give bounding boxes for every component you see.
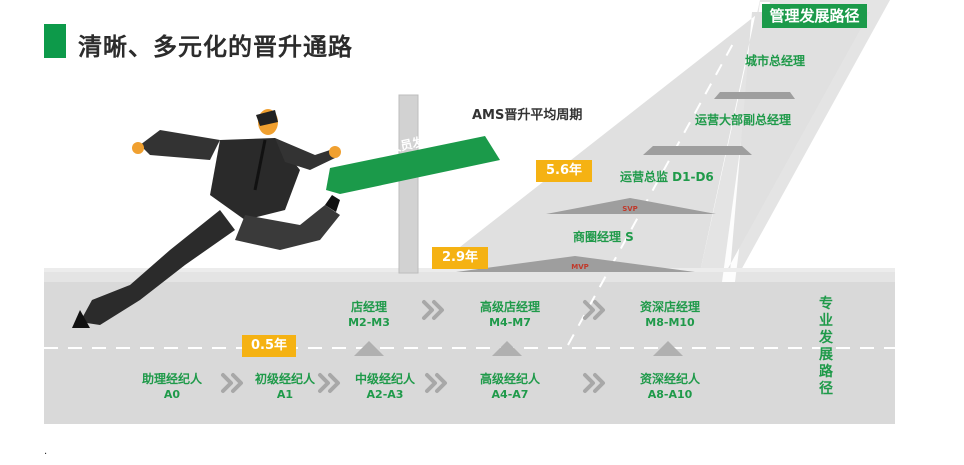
node-junior-agent: 初级经纪人 xyxy=(254,372,315,386)
node-principal-agent-code: A8-A10 xyxy=(647,388,693,401)
double-chevron-icon xyxy=(583,373,605,393)
main-road xyxy=(44,282,895,424)
level-platform-1 xyxy=(714,92,795,99)
duration-tag-2: 2.9年 xyxy=(432,247,488,269)
node-store-manager: 店经理 xyxy=(350,300,387,314)
duration-tag-3: 5.6年 xyxy=(536,160,592,182)
signpost-pole xyxy=(398,94,419,274)
step-up-marker-1 xyxy=(354,341,384,356)
ramp-surface xyxy=(428,12,870,272)
level-platform-3 xyxy=(546,198,716,214)
level-district-manager: 商圈经理 S xyxy=(573,230,634,244)
step-up-marker-2 xyxy=(492,341,522,356)
node-senior-agent-code: A4-A7 xyxy=(491,388,529,401)
footnote-dot: . xyxy=(44,446,48,457)
level-platform-4 xyxy=(456,256,695,272)
title-accent-bar xyxy=(44,24,66,58)
node-junior-agent-code: A1 xyxy=(276,388,294,401)
double-chevron-icon xyxy=(221,373,243,393)
level-ops-director: 运营总监 D1-D6 xyxy=(620,170,714,184)
node-assistant-agent: 助理经纪人 xyxy=(141,372,202,386)
badge-svp: SVP xyxy=(622,205,638,213)
node-assistant-agent-code: A0 xyxy=(163,388,181,401)
node-mid-agent-code: A2-A3 xyxy=(366,388,404,401)
level-city-gm: 城市总经理 xyxy=(745,54,806,68)
management-path-label: 管理发展路径 xyxy=(762,4,867,28)
double-chevron-icon xyxy=(425,373,447,393)
level-platform-2 xyxy=(643,146,752,155)
running-man-figure xyxy=(72,109,341,328)
badge-mvp: MVP xyxy=(571,263,589,271)
level-deputy-gm: 运营大部副总经理 xyxy=(695,113,792,127)
double-chevron-icon xyxy=(318,373,340,393)
node-principal-agent: 资深经纪人 xyxy=(639,372,700,386)
page-title: 清晰、多元化的晋升通路 xyxy=(78,33,353,61)
node-store-manager-code: M2-M3 xyxy=(348,316,390,329)
sign-arrow xyxy=(326,136,500,194)
professional-path-label: 专业发展路径 xyxy=(819,296,833,397)
promotion-cycle-label: AMS晋升平均周期 xyxy=(472,108,583,123)
node-senior-agent: 高级经纪人 xyxy=(479,372,540,386)
node-senior-store-manager-code: M4-M7 xyxy=(489,316,531,329)
road-top-edge xyxy=(44,268,895,272)
node-principal-store-manager: 资深店经理 xyxy=(639,300,700,314)
double-chevron-icon xyxy=(583,300,605,320)
node-mid-agent: 中级经纪人 xyxy=(354,372,415,386)
ramp-dashed-line xyxy=(567,39,736,346)
step-up-marker-3 xyxy=(653,341,683,356)
node-senior-store-manager: 高级店经理 xyxy=(479,300,540,314)
double-chevron-icon xyxy=(422,300,444,320)
duration-tag-1: 0.5年 xyxy=(242,335,296,357)
node-principal-store-manager-code: M8-M10 xyxy=(645,316,695,329)
